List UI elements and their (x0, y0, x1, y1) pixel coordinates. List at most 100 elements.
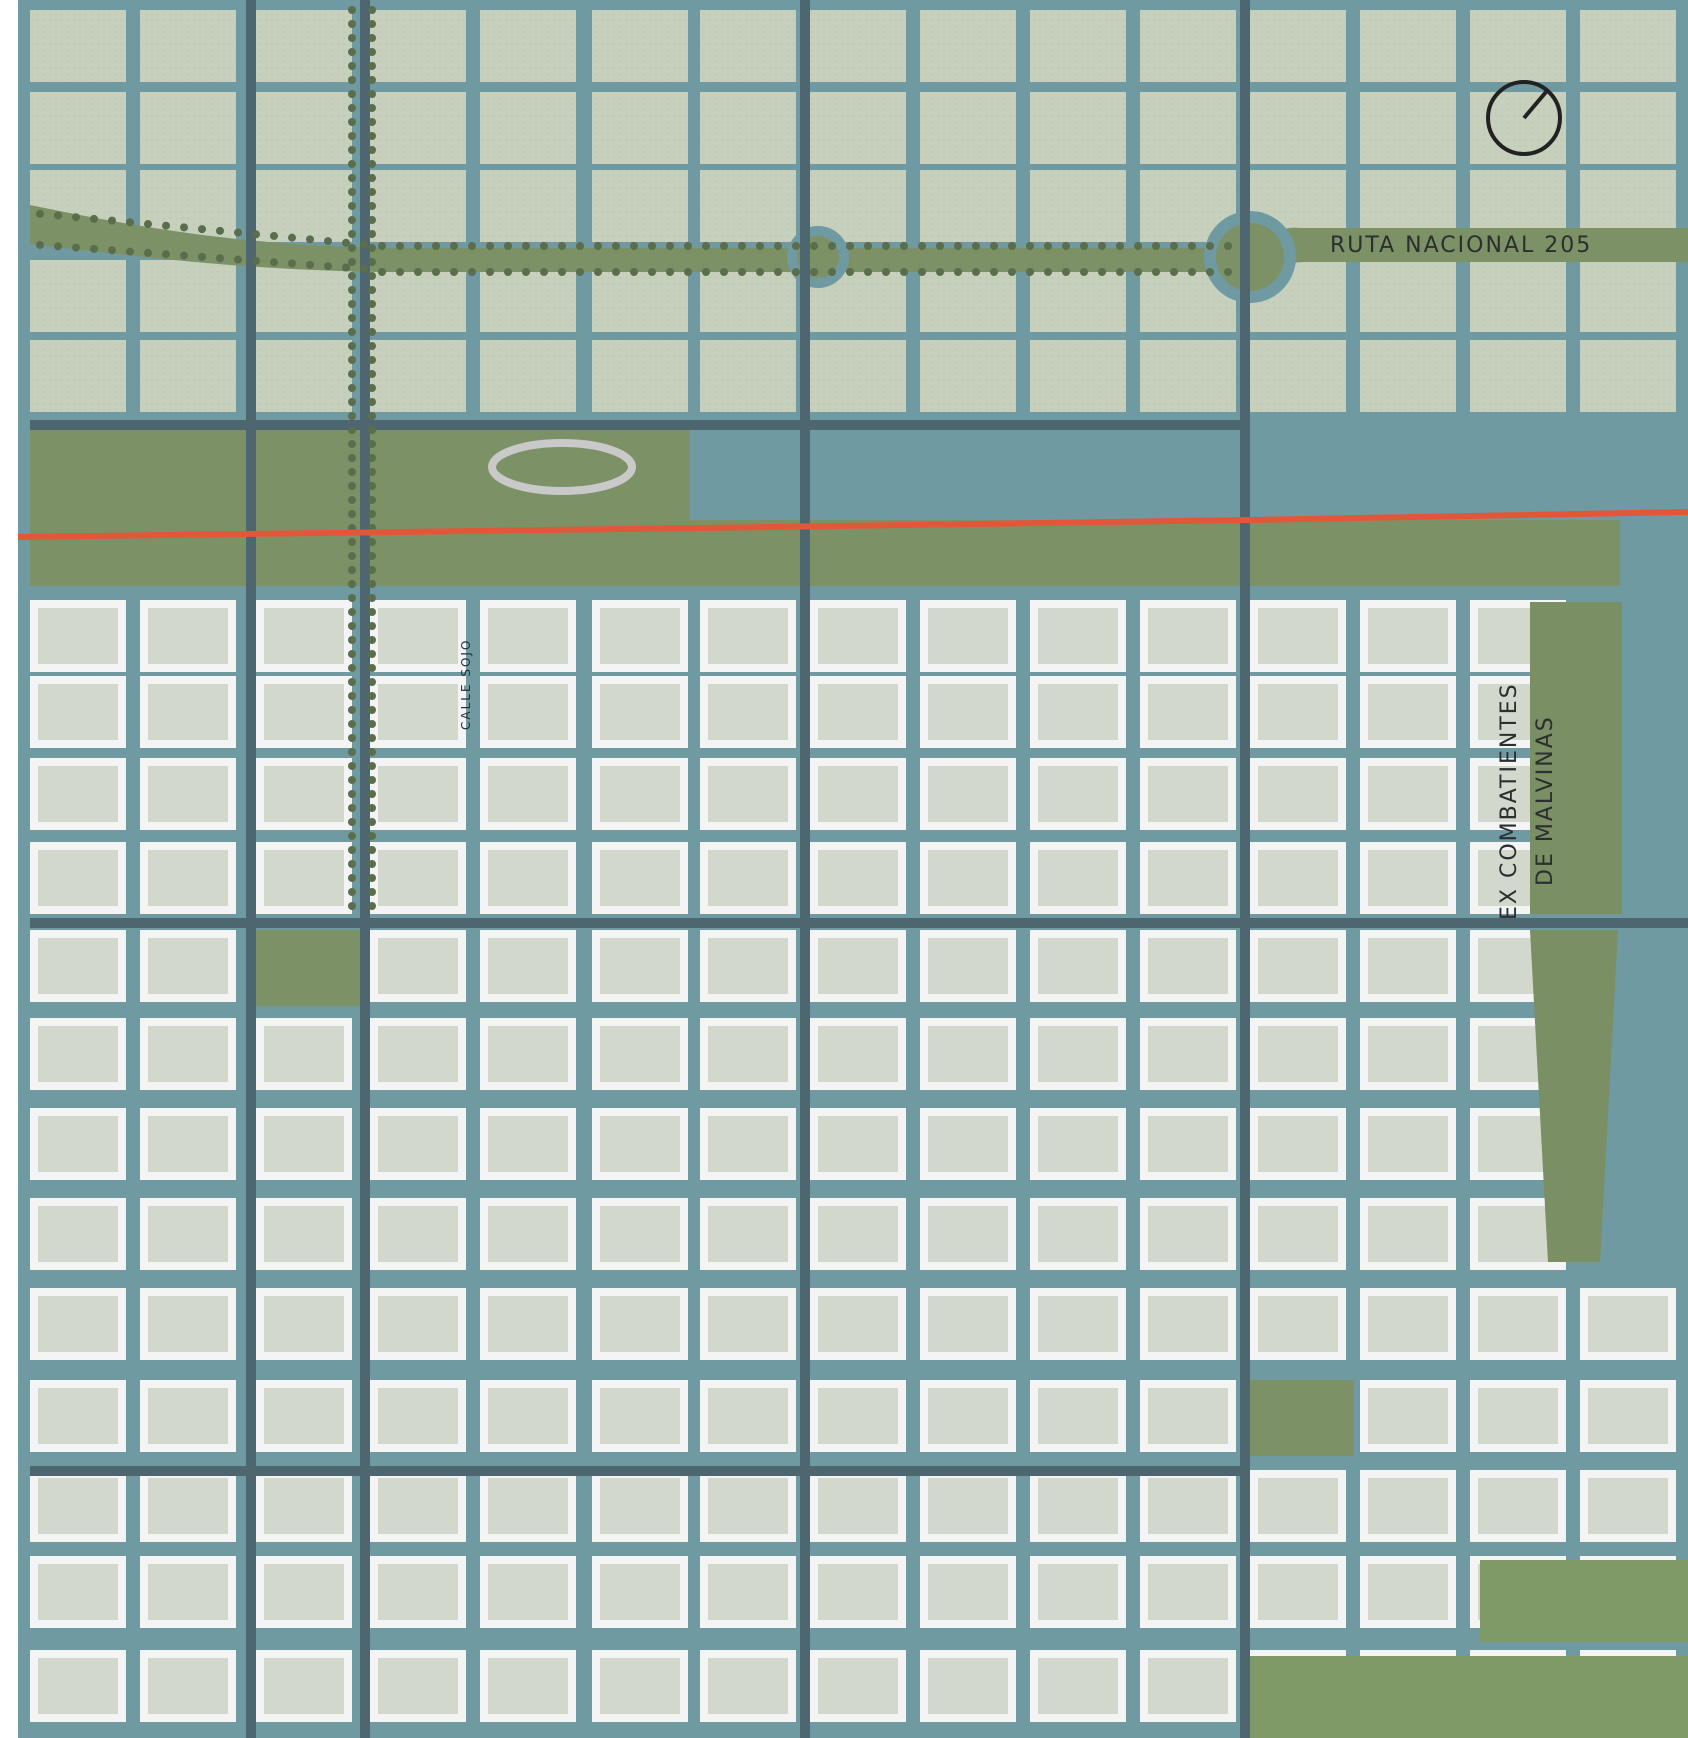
city-block (1140, 1288, 1236, 1360)
plaza-1 (256, 930, 360, 1006)
tree-dot (1188, 242, 1196, 250)
tree-dot (720, 268, 728, 276)
city-block (1140, 676, 1236, 748)
city-block (810, 1198, 906, 1270)
tree-dot (368, 34, 376, 42)
tree-dot (54, 242, 62, 251)
tree-dot (348, 20, 356, 28)
city-block (480, 1650, 576, 1722)
field-se-2 (1250, 1656, 1688, 1738)
building-ring (140, 1556, 236, 1628)
tree-dot (348, 272, 356, 280)
tree-dot (368, 846, 376, 854)
city-block (592, 10, 688, 82)
tree-dot (348, 734, 356, 742)
tree-dot (368, 48, 376, 56)
tree-dot (368, 678, 376, 686)
city-block (480, 1380, 576, 1452)
city-block (920, 758, 1016, 830)
city-block (30, 1470, 126, 1542)
tree-dot (348, 832, 356, 840)
tree-dot (348, 118, 356, 126)
tree-dot (270, 258, 278, 267)
tree-dot (368, 496, 376, 504)
city-block (810, 1470, 906, 1542)
city-block (1250, 1556, 1346, 1628)
tree-dot (368, 104, 376, 112)
building-ring (1140, 1198, 1236, 1270)
city-block (140, 600, 236, 672)
tree-dot (378, 268, 386, 276)
city-block (256, 758, 352, 830)
building-ring (920, 1018, 1016, 1090)
tree-dot (1152, 242, 1160, 250)
tree-dot (348, 776, 356, 784)
building-ring (920, 1650, 1016, 1722)
building-ring (1360, 1108, 1456, 1180)
building-ring (1140, 1556, 1236, 1628)
building-ring (140, 842, 236, 914)
building-ring (140, 1108, 236, 1180)
tree-dot (348, 356, 356, 364)
city-block (1140, 1198, 1236, 1270)
tree-dot (90, 214, 98, 223)
tree-dot (216, 226, 224, 235)
building-ring (810, 1288, 906, 1360)
tree-dot (368, 258, 376, 266)
city-block (140, 1650, 236, 1722)
tree-dot (648, 268, 656, 276)
tree-dot (348, 370, 356, 378)
city-block (370, 340, 466, 412)
tree-dot (1026, 268, 1034, 276)
city-block (700, 92, 796, 164)
tree-dot (774, 242, 782, 250)
tree-dot (348, 860, 356, 868)
city-block (370, 1018, 466, 1090)
tree-dot (144, 248, 152, 257)
tree-dot (348, 132, 356, 140)
building-ring (592, 1380, 688, 1452)
building-ring (700, 676, 796, 748)
city-block (592, 600, 688, 672)
tree-dot (368, 720, 376, 728)
tree-dot (348, 608, 356, 616)
building-ring (256, 1108, 352, 1180)
building-ring (1360, 1198, 1456, 1270)
building-ring (1470, 1380, 1566, 1452)
city-block (700, 758, 796, 830)
city-block (592, 92, 688, 164)
city-block (592, 1288, 688, 1360)
city-block (480, 930, 576, 1002)
tree-dot (198, 252, 206, 261)
city-block (700, 842, 796, 914)
city-block (920, 10, 1016, 82)
building-ring (140, 758, 236, 830)
avenues (30, 0, 1688, 1738)
tree-dot (612, 242, 620, 250)
city-block (1580, 1380, 1676, 1452)
city-block (592, 1018, 688, 1090)
tree-dot (504, 268, 512, 276)
tree-dot (368, 636, 376, 644)
tree-dot (348, 692, 356, 700)
tree-dot (450, 268, 458, 276)
city-block (1140, 600, 1236, 672)
building-ring (1140, 930, 1236, 1002)
city-block (370, 1380, 466, 1452)
city-block (370, 842, 466, 914)
tree-dot (368, 146, 376, 154)
tree-dot (348, 34, 356, 42)
city-block (370, 1288, 466, 1360)
tree-dot (368, 76, 376, 84)
city-block (30, 92, 126, 164)
building-ring (480, 1380, 576, 1452)
building-ring (370, 1650, 466, 1722)
city-block (480, 1018, 576, 1090)
tree-dot (348, 202, 356, 210)
city-block (592, 340, 688, 412)
building-ring (592, 1198, 688, 1270)
tree-dot (594, 268, 602, 276)
tree-dot (378, 242, 386, 250)
tree-dot (414, 242, 422, 250)
city-block (1580, 1470, 1676, 1542)
